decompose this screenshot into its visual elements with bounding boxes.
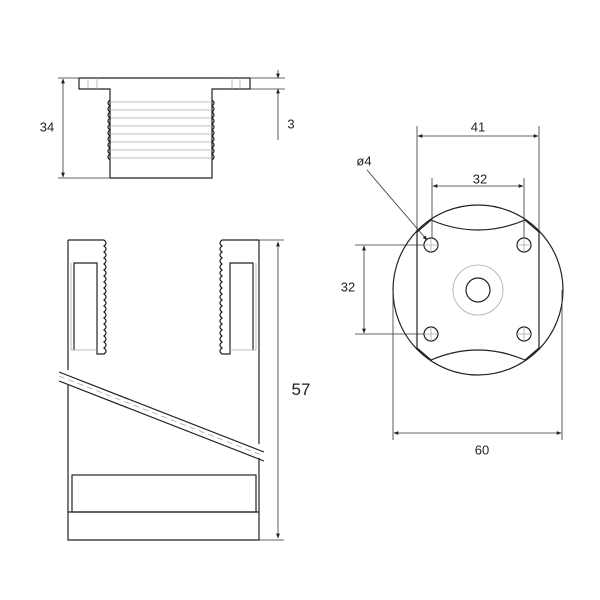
hole-diameter-label: ø4: [356, 153, 372, 169]
dim-60-label: 60: [474, 442, 490, 458]
dim-32-vertical-label: 32: [340, 279, 356, 295]
dim-3-label: 3: [287, 116, 295, 132]
dim-57-label: 57: [291, 380, 311, 399]
dim-41-label: 41: [470, 119, 486, 135]
dim-32-horizontal-label: 32: [472, 171, 488, 187]
side-section-view: [58, 239, 284, 541]
top-section-view: [58, 70, 285, 179]
plan-view: [355, 126, 564, 440]
dim-34-label: 34: [39, 119, 55, 135]
